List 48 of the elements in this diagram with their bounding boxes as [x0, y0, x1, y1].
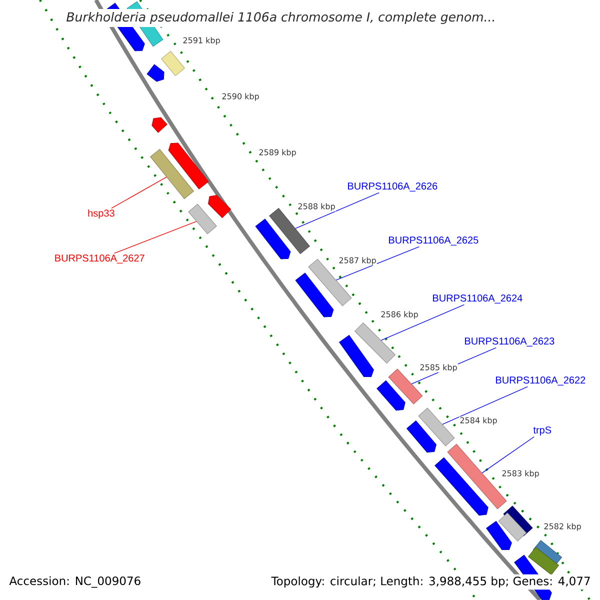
tick-label: 2591 kbp	[182, 36, 221, 46]
map-title: Burkholderia pseudomallei 1106a chromosome I, complete genom...	[63, 8, 499, 28]
gene-feature	[146, 64, 164, 82]
gene-feature	[150, 148, 194, 199]
gene-feature	[418, 408, 455, 446]
gene-label: BURPS1106A_2623	[465, 338, 554, 346]
gene-feature	[388, 368, 423, 404]
gene-feature	[406, 420, 436, 453]
gene-label: BURPS1106A_2626	[348, 182, 438, 192]
tick-label: 2583 kbp	[501, 470, 540, 478]
gene-feature	[161, 50, 185, 76]
footer-text: Accession: NC_009076	[7, 574, 144, 590]
gene-label: BURPS1106A_2624	[433, 294, 522, 304]
gene-label: BURPS1106A_2627	[55, 254, 144, 264]
tick-label: 2590 kbp	[221, 92, 260, 102]
gene-feature	[295, 272, 334, 318]
leader-line	[442, 386, 528, 425]
leader-line	[295, 192, 380, 229]
tick-label: 2582 kbp	[543, 522, 582, 532]
tick-label: 2586 kbp	[380, 310, 419, 320]
leader-line	[336, 246, 420, 280]
gene-feature	[188, 204, 217, 234]
gene-label: trpS	[533, 426, 552, 436]
tick-label: 2585 kbp	[419, 364, 458, 372]
tick-label: 2589 kbp	[258, 148, 297, 158]
tick-label: 2584 kbp	[459, 416, 498, 426]
gene-feature	[339, 335, 374, 377]
tick-label: 2587 kbp	[338, 256, 377, 266]
leader-line	[114, 221, 197, 254]
leader-line	[111, 176, 167, 208]
gene-label: BURPS1106A_2625	[389, 236, 478, 246]
leader-line	[380, 304, 465, 341]
gene-feature	[434, 457, 488, 516]
gene-feature	[255, 218, 291, 260]
gene-feature	[354, 322, 396, 364]
gene-label: hsp33	[88, 209, 114, 219]
gene-feature	[208, 195, 231, 218]
gene-feature	[152, 117, 168, 133]
gene-feature	[376, 380, 406, 411]
tick-label: 2588 kbp	[297, 202, 336, 212]
footer-text: Topology: circular; Length: 3,988,455 bp; Genes: 4,077	[269, 574, 593, 590]
gene-feature	[168, 142, 209, 190]
leader-line	[482, 436, 534, 474]
gene-feature	[269, 208, 310, 254]
gene-label: BURPS1106A_2622	[496, 376, 586, 386]
gene-feature	[498, 512, 527, 542]
gene-feature	[486, 520, 512, 550]
gene-feature	[528, 547, 559, 575]
